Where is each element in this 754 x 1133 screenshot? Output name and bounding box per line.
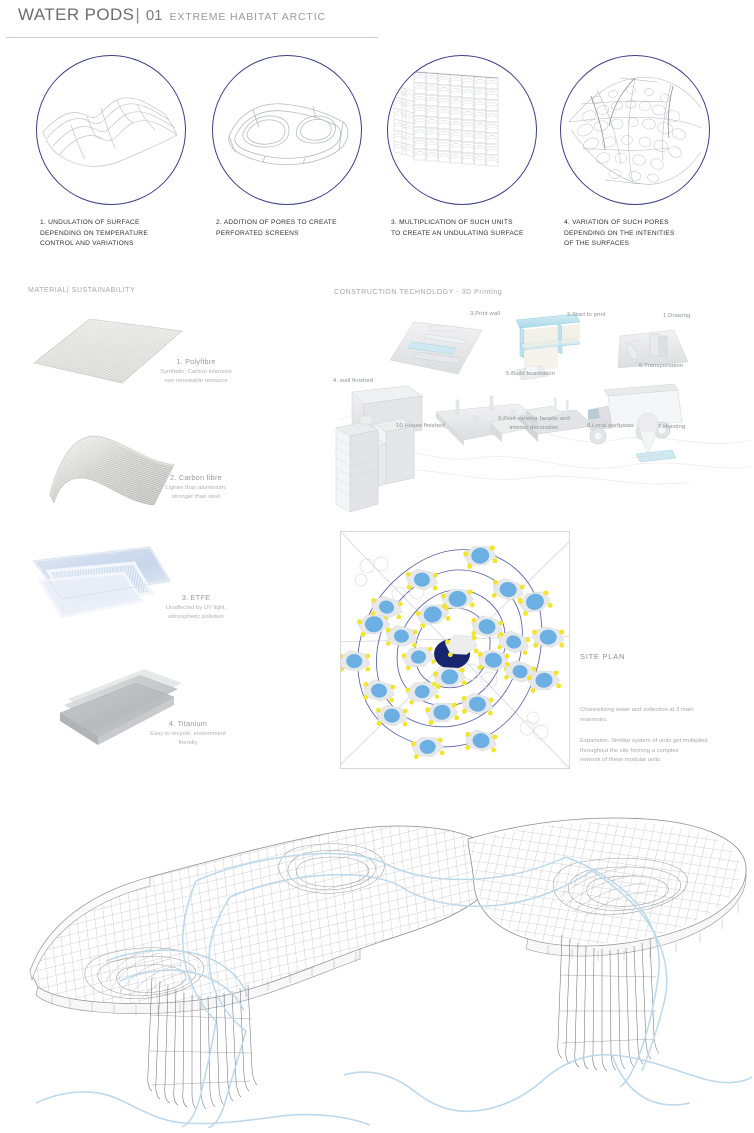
step-label-7-hoisting: 7.Hoisting: [658, 424, 686, 430]
step-label-1-drawing: 1.Drawing: [663, 313, 691, 319]
step-hoisting-graphic: [631, 412, 677, 463]
variable-porosity-icon: [568, 76, 702, 185]
materials-column: 1. Polyfibre Synthetic; Carbon intensive…: [0, 305, 330, 785]
perforated-screen-icon: [228, 103, 349, 166]
site-plan-info: SITE PLAN Channelising water and collect…: [580, 652, 748, 763]
site-plan-note-water: Channelising water and collection at 2 m…: [580, 707, 694, 723]
step-label-2-start-to-print: 2.Start to print: [567, 312, 606, 318]
material-description: Synthetic; Carbon intensive non renewabl…: [160, 369, 232, 385]
title-separator: |: [135, 5, 140, 24]
material-description: Unaffected by UV light, atmospheric poll…: [165, 605, 227, 621]
board-header: WATER PODS | 01 EXTREME HABITAT ARCTIC: [0, 0, 754, 42]
concept-item-pores: 2. ADDITION OF PORES TO CREATE PERFORATE…: [212, 55, 392, 237]
material-title: 4. Titanium: [168, 719, 208, 728]
etfe-swatch-icon: [18, 541, 188, 638]
material-title: 2. Carbon fibre: [170, 473, 222, 482]
water-flow-lines: [105, 852, 668, 1129]
concept-caption-2: 2. ADDITION OF PORES TO CREATE PERFORATE…: [216, 219, 337, 237]
main-perspective-render: [0, 785, 754, 1129]
site-plan-note-expansion: Expansion- Similiar system of units get …: [580, 738, 708, 764]
step-drawing-graphic: [617, 329, 689, 369]
header-divider: [6, 37, 378, 38]
construction-process-diagram: 1.Drawing 2.Start to print 3.Print wall …: [330, 300, 754, 513]
title-subtitle: EXTREME HABITAT ARCTIC: [169, 11, 326, 23]
step-label-8-local-perfusion: 8.Local perfusion: [587, 423, 634, 429]
concept-circle-4: [560, 55, 710, 205]
step-label-10-house-finished: 10.House finished: [396, 423, 445, 429]
material-text-carbon-fibre: 2. Carbon fibre Lighter than aluminium; …: [126, 473, 266, 503]
site-plan-diagram: [340, 531, 570, 769]
step-print-wall-graphic: [389, 321, 483, 375]
material-text-etfe: 3. ETFE Unaffected by UV light, atmosphe…: [126, 593, 266, 623]
concept-caption-4: 4. VARIATION OF SUCH PORES DEPENDING ON …: [564, 219, 675, 248]
step-label-4-wall-finished: 4. wall finished: [333, 378, 374, 384]
site-plan-heading: SITE PLAN: [580, 652, 626, 661]
support-column-left: [147, 976, 258, 1110]
title-number: 01: [145, 7, 163, 24]
material-text-titanium: 4. Titanium Easy to recycle; environment…: [118, 719, 258, 749]
step-transportation-graphic: [587, 383, 683, 445]
concept-circle-3: [387, 55, 537, 205]
section-label-material: MATERIAL| SUSTAINABILITY: [28, 287, 136, 294]
material-title: 3. ETFE: [181, 593, 211, 602]
material-description: Lighter than aluminium; stronger than st…: [165, 485, 227, 501]
concept-item-multiplication: 3. MULTIPLICATION OF SUCH UNITS TO CREAT…: [387, 55, 567, 237]
step-label-3-print-wall: 3.Print wall: [470, 311, 501, 317]
carbon-fibre-swatch-icon: [28, 423, 188, 514]
support-column-right: [557, 934, 660, 1072]
titanium-swatch-icon: [40, 665, 200, 758]
concept-circle-2: [212, 55, 362, 205]
site-plan-graphics: [341, 532, 569, 768]
polyfibre-swatch-icon: [30, 315, 190, 400]
concept-item-pore-variation: 4. VARIATION OF SUCH PORES DEPENDING ON …: [560, 55, 740, 247]
ground-water-lines: [35, 1053, 753, 1126]
pod-structure-render: [29, 817, 753, 1129]
concept-item-undulation: 1. UNDULATION OF SURFACE DEPENDING ON TE…: [36, 55, 216, 247]
page-title: WATER PODS | 01 EXTREME HABITAT ARCTIC: [18, 5, 326, 25]
title-main: WATER PODS: [18, 5, 135, 24]
unit-array-grid-icon: [393, 71, 499, 167]
concept-diagram-row: 1. UNDULATION OF SURFACE DEPENDING ON TE…: [0, 55, 754, 265]
construction-process-graphics: [333, 313, 753, 491]
concept-circle-1: [36, 55, 186, 205]
step-house-finished-tower-graphic: [335, 415, 379, 513]
undulating-surface-icon: [42, 97, 178, 167]
material-title: 1. Polyfibre: [176, 357, 216, 366]
concept-caption-3: 3. MULTIPLICATION OF SUCH UNITS TO CREAT…: [391, 219, 524, 237]
step-label-9-print-facade: 9.Print exterior facade and interior dec…: [498, 416, 570, 431]
material-description: Easy to recycle; environment friendly: [150, 731, 226, 747]
material-text-polyfibre: 1. Polyfibre Synthetic; Carbon intensive…: [126, 357, 266, 387]
step-local-perfusion-graphic: [489, 398, 595, 442]
step-label-6-transportation: 6.Transportation: [639, 363, 684, 369]
step-start-to-print-graphic: [515, 313, 581, 381]
step-label-5-build-foundation: 5.Build foundation: [506, 371, 555, 377]
concept-caption-1: 1. UNDULATION OF SURFACE DEPENDING ON TE…: [40, 219, 148, 248]
section-label-construction: CONSTRUCTION TECHNOLOGY - 3D Printing: [334, 289, 503, 296]
